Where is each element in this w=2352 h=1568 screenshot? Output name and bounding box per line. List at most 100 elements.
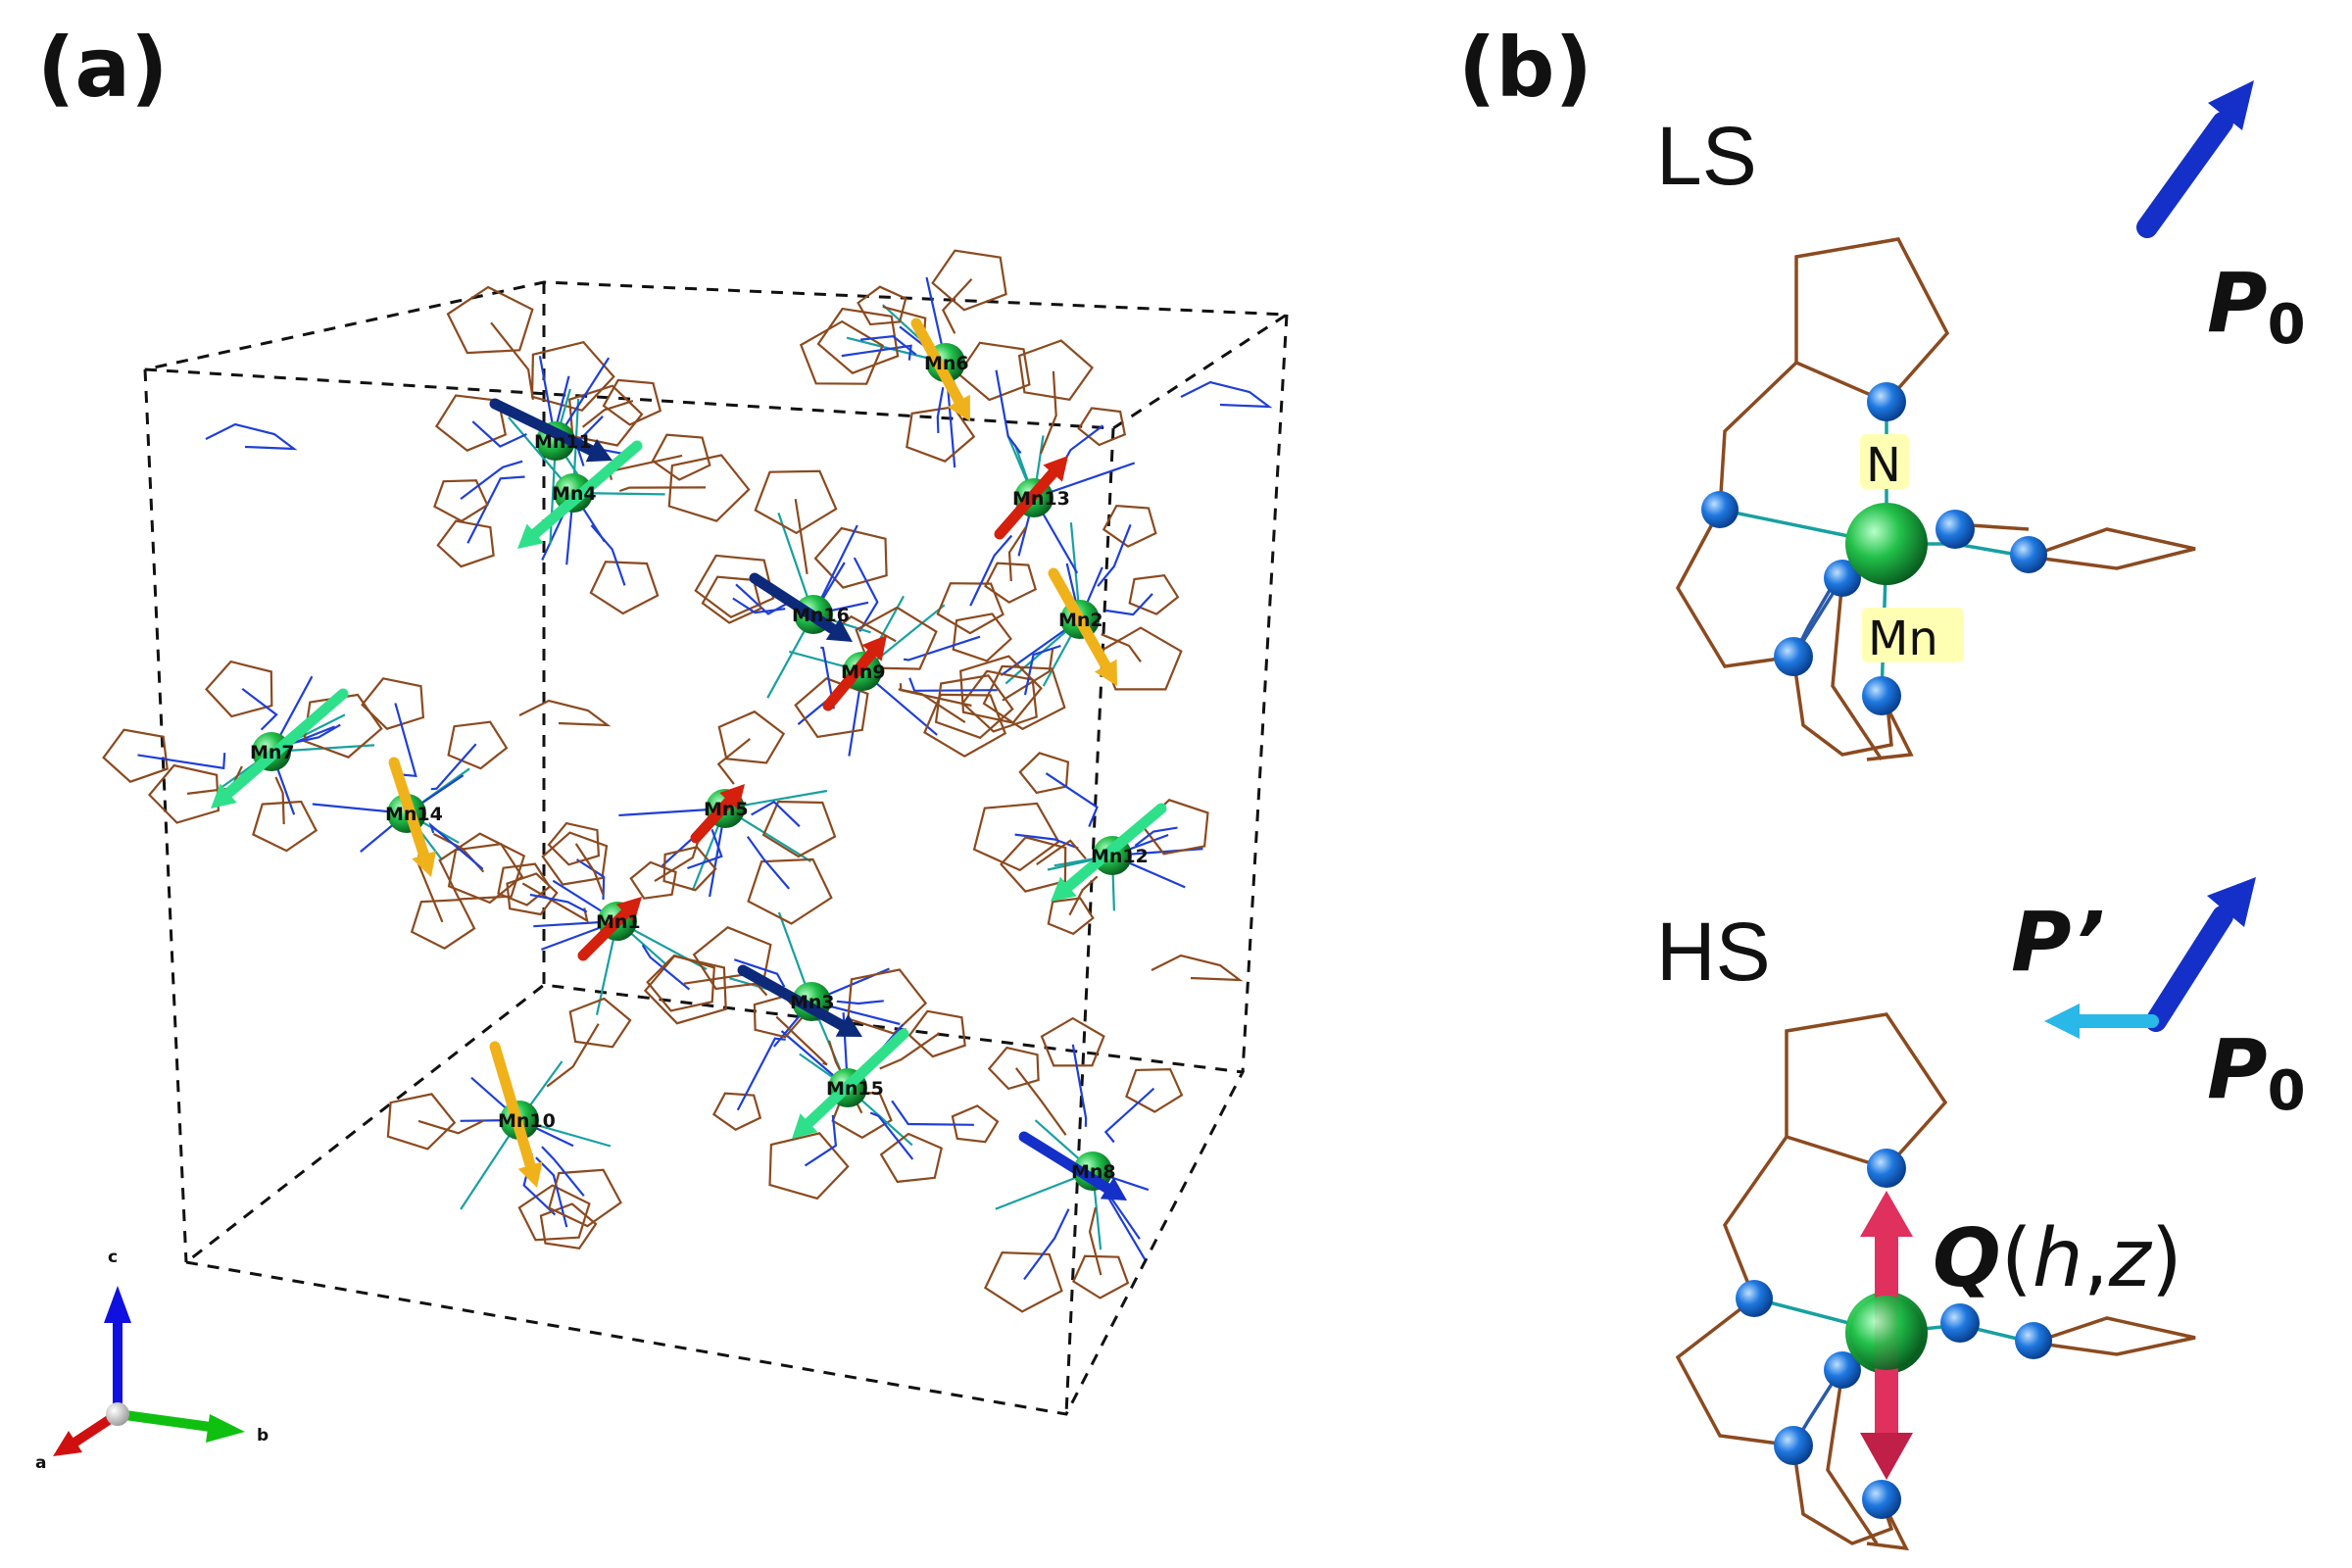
ligand-chain bbox=[541, 1146, 585, 1197]
mn-label: Mn2 bbox=[1058, 610, 1103, 631]
ls-state-label: LS bbox=[1656, 110, 1757, 202]
ligand-ring bbox=[410, 898, 476, 950]
ligand-chain bbox=[1068, 875, 1099, 916]
ligand-ring bbox=[497, 862, 552, 906]
ligand-ring bbox=[568, 997, 632, 1049]
ligand-ring bbox=[936, 582, 1004, 635]
spin-arrow-shaft bbox=[489, 398, 603, 459]
ls-n-atom-mid-left bbox=[1824, 560, 1861, 597]
ligand-ring bbox=[972, 802, 1060, 872]
ligand-chain bbox=[430, 743, 477, 791]
hs-n-atom-right bbox=[1940, 1303, 1980, 1343]
ligand-chain bbox=[746, 835, 791, 890]
spin-arrow-head bbox=[948, 394, 970, 421]
ligand-ring bbox=[813, 526, 888, 589]
ligand-ring bbox=[747, 858, 833, 925]
ligand-fragment bbox=[518, 699, 612, 727]
spin-arrow-shaft bbox=[1048, 567, 1114, 676]
mn-label: Mn11 bbox=[534, 431, 592, 453]
spin-arrow-head bbox=[861, 635, 887, 662]
ls-p0-arrow bbox=[2136, 80, 2254, 238]
ligand-ring bbox=[959, 655, 1043, 724]
ls-mn-label: Mn bbox=[1868, 612, 1938, 666]
ligand-ring bbox=[252, 800, 318, 853]
ligand-ring bbox=[1072, 1254, 1130, 1299]
ligand-ring bbox=[433, 479, 489, 522]
mn-site: Mn10 bbox=[489, 1041, 556, 1188]
hs-n-atom-left bbox=[1736, 1280, 1773, 1317]
ligand-chain bbox=[1023, 644, 1061, 696]
ligand-ring bbox=[386, 1093, 457, 1151]
spin-arrow-head bbox=[1043, 456, 1068, 482]
ligand-ring bbox=[983, 1250, 1063, 1313]
axis-a-label: a bbox=[35, 1453, 46, 1473]
hs-n-atom-mid-left bbox=[1824, 1351, 1861, 1389]
mn-label: Mn4 bbox=[552, 483, 597, 505]
ligand-chain bbox=[1039, 370, 1057, 455]
mn-site: Mn8 bbox=[1018, 1131, 1127, 1200]
axis-c-arrowhead bbox=[104, 1286, 131, 1323]
ligand-ring bbox=[1000, 836, 1067, 893]
ligand-chain bbox=[1071, 1044, 1088, 1127]
mn-sites: Mn1Mn2Mn3Mn4Mn5Mn6Mn7Mn8Mn9Mn10Mn11Mn12M… bbox=[211, 318, 1167, 1200]
ls-p0-label: P0 bbox=[2207, 255, 2306, 357]
ligand-chain bbox=[590, 524, 626, 586]
ls-n-label-bg bbox=[1860, 434, 1909, 489]
spin-arrow-shaft bbox=[489, 1041, 538, 1177]
spin-arrow-shaft bbox=[690, 791, 739, 844]
ligand-chain bbox=[1014, 1067, 1067, 1136]
mn-site: Mn6 bbox=[910, 318, 970, 421]
ligand-ring bbox=[982, 664, 1066, 731]
ligand-chain bbox=[841, 614, 897, 643]
hs-p-prime-arrow bbox=[2044, 1004, 2159, 1039]
spin-arrow-shaft bbox=[388, 757, 431, 866]
ligand-chain bbox=[687, 829, 723, 870]
ligand-ring bbox=[694, 554, 775, 618]
ligand-ring bbox=[547, 821, 601, 866]
ligand-ring bbox=[799, 319, 884, 385]
hs-p-prime-label: P’ bbox=[2011, 894, 2105, 990]
ligand-chain bbox=[908, 677, 998, 692]
ligand-ring bbox=[1125, 1067, 1184, 1113]
ligand-fragment bbox=[1180, 380, 1273, 409]
ligand-chain bbox=[903, 635, 981, 662]
ligand-ring bbox=[646, 954, 715, 1012]
mn-site: Mn9 bbox=[822, 635, 887, 711]
ligand-ring bbox=[589, 561, 660, 615]
ligand-ring bbox=[541, 831, 609, 886]
ligand-chain bbox=[995, 369, 1022, 455]
ligand-chain bbox=[775, 1015, 828, 1066]
hs-p0-arrow bbox=[2145, 877, 2256, 1032]
spin-arrow-shaft bbox=[910, 318, 967, 412]
axis-b-label: b bbox=[257, 1426, 269, 1446]
ligand-ring bbox=[984, 562, 1038, 604]
mn-site: Mn7 bbox=[211, 688, 349, 808]
ligand-ring bbox=[1102, 504, 1157, 548]
ligand-ring bbox=[960, 669, 1038, 733]
ligand-ring bbox=[548, 1168, 622, 1228]
ligand-chain bbox=[1101, 633, 1142, 662]
ligand-chain bbox=[394, 703, 417, 778]
ligand-chain bbox=[859, 334, 917, 356]
ligand-ring bbox=[643, 955, 727, 1025]
ligand-chain bbox=[241, 688, 278, 731]
ligand-ring bbox=[761, 800, 837, 858]
mn-label: Mn7 bbox=[250, 742, 295, 763]
ligand-chain bbox=[820, 646, 835, 710]
ls-mn-atom bbox=[1845, 503, 1928, 585]
mn-label: Mn14 bbox=[385, 804, 443, 825]
ligand-chain bbox=[1023, 1208, 1070, 1281]
ligand-ring bbox=[907, 1009, 966, 1058]
mn-site: Mn2 bbox=[1048, 567, 1117, 686]
hs-q-label: Q(h,z) bbox=[1933, 1212, 2182, 1305]
spin-arrow-head bbox=[719, 784, 745, 810]
mn-label: Mn9 bbox=[841, 662, 886, 683]
mn-site: Mn11 bbox=[489, 398, 612, 463]
mn-site: Mn3 bbox=[737, 964, 862, 1037]
ligand-chain bbox=[1036, 839, 1087, 865]
ls-complex: N Mn bbox=[1675, 237, 2196, 761]
ligand-chain bbox=[460, 460, 523, 500]
spin-arrow-shaft bbox=[1018, 1131, 1118, 1197]
hs-n-atom-far-right bbox=[2015, 1322, 2052, 1359]
